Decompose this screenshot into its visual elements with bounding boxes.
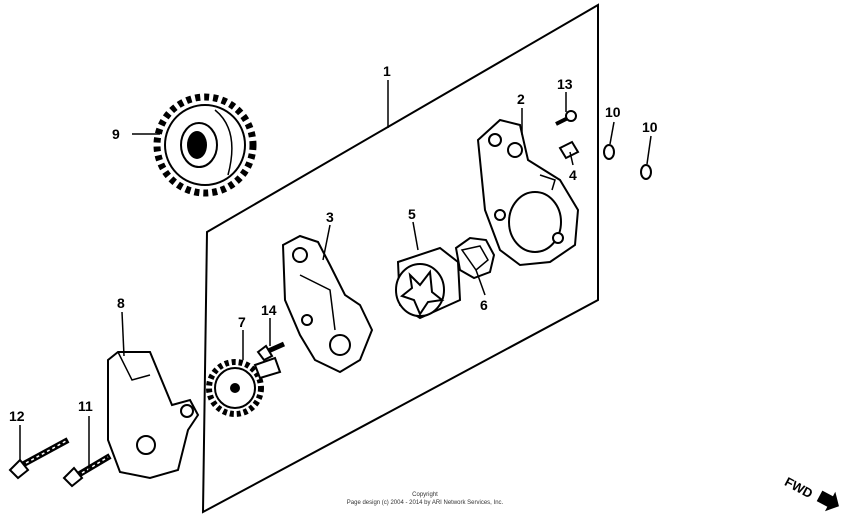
part-13-screw[interactable] xyxy=(555,110,577,126)
callout-5: 5 xyxy=(408,206,416,222)
callout-4: 4 xyxy=(569,167,577,183)
part-10-o-ring-b[interactable] xyxy=(640,164,652,180)
part-11-bolt[interactable] xyxy=(62,453,112,488)
part-10-o-ring-a[interactable] xyxy=(603,144,615,160)
part-5-outer-rotor[interactable] xyxy=(395,246,462,320)
callout-2: 2 xyxy=(517,91,525,107)
part-6-inner-rotor[interactable] xyxy=(454,236,496,280)
part-14-bolt[interactable] xyxy=(256,341,286,362)
part-7-gear[interactable] xyxy=(206,356,282,417)
callout-7: 7 xyxy=(238,314,246,330)
callout-6: 6 xyxy=(480,297,488,313)
callout-9: 9 xyxy=(112,126,120,142)
fwd-arrow-icon: FWD xyxy=(782,474,839,512)
fwd-label: FWD xyxy=(782,474,815,501)
copyright-line-2: Page design (c) 2004 - 2014 by ARI Netwo… xyxy=(347,500,504,506)
callout-1: 1 xyxy=(383,63,391,79)
callout-10b: 10 xyxy=(642,119,658,135)
callout-11: 11 xyxy=(78,398,93,414)
part-12-bolt[interactable] xyxy=(8,437,70,480)
part-9-gear[interactable] xyxy=(153,93,257,197)
part-2-pump-plate[interactable] xyxy=(476,118,580,267)
part-4-dowel-pin[interactable] xyxy=(558,140,580,160)
part-8-cover[interactable] xyxy=(107,351,200,480)
part-3-pump-body[interactable] xyxy=(281,234,374,374)
callout-10a: 10 xyxy=(605,104,621,120)
callout-14: 14 xyxy=(261,302,277,318)
copyright-line-1: Copyright xyxy=(412,492,438,498)
callout-12: 12 xyxy=(9,408,25,424)
callout-8: 8 xyxy=(117,295,125,311)
callout-13: 13 xyxy=(557,76,573,92)
assembly-outline xyxy=(201,3,599,514)
callout-3: 3 xyxy=(326,209,334,225)
leader-lines xyxy=(19,80,652,470)
